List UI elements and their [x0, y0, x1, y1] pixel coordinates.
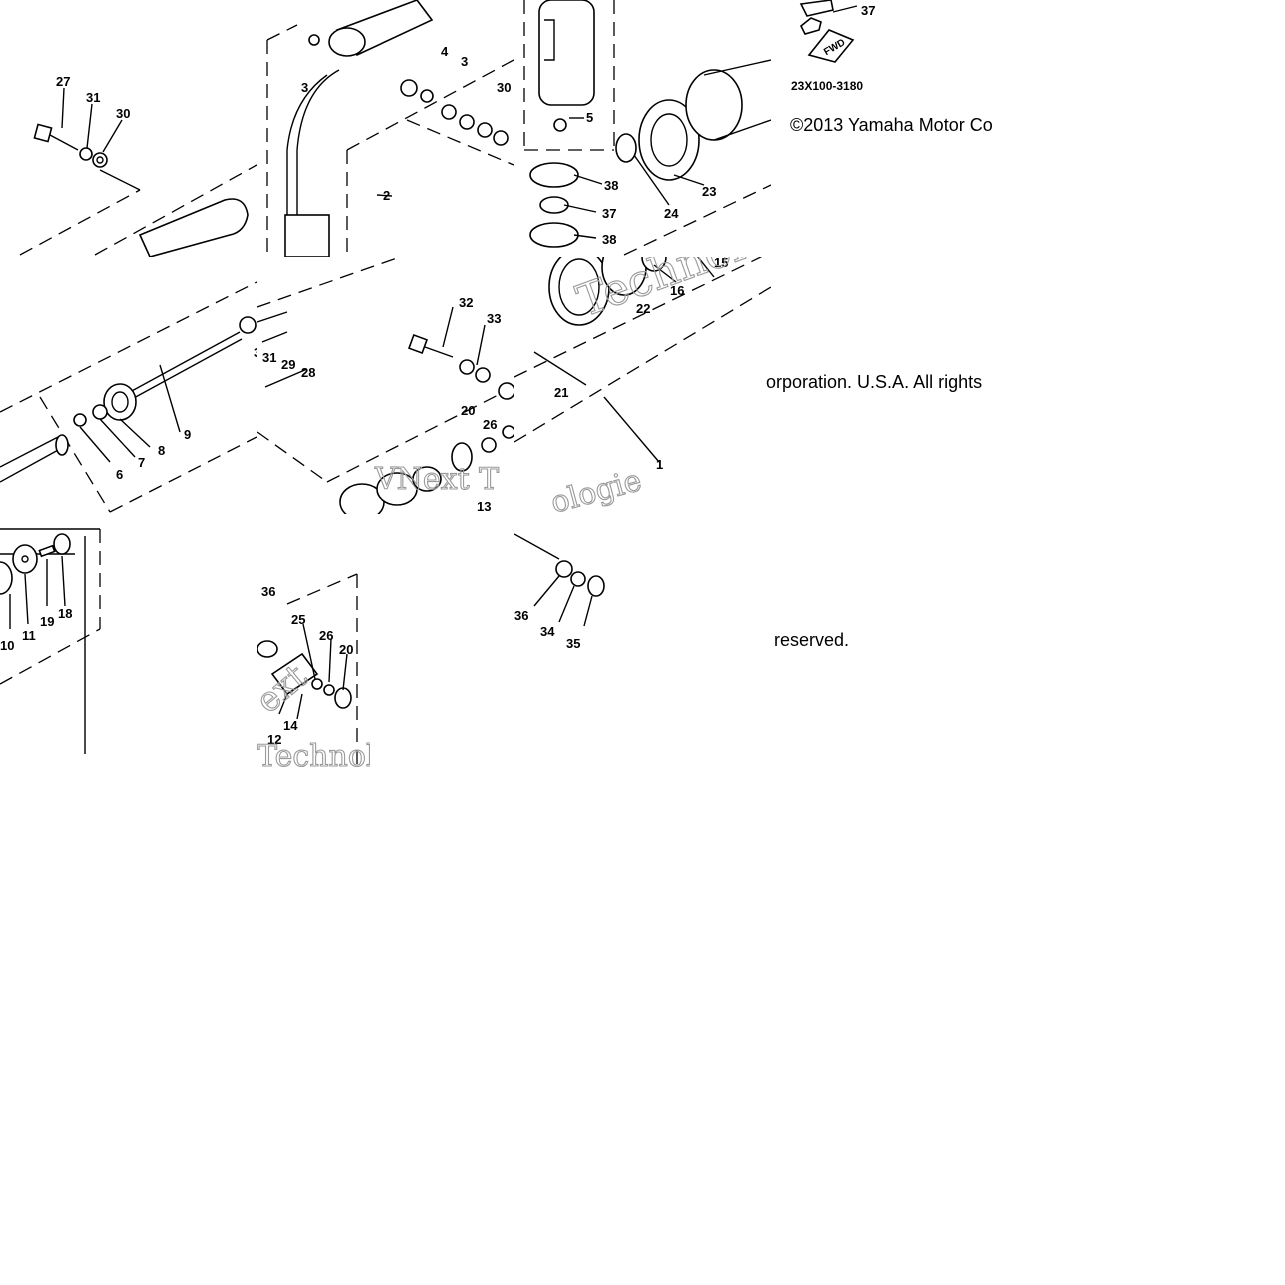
- copyright-line-1: ©2013 Yamaha Motor Co: [790, 115, 993, 135]
- watermark-technolog: Technolog: [257, 739, 370, 771]
- diagram-tile-bolt-27: 27 31 30: [0, 0, 257, 257]
- drawing-code: 23X100-3180: [791, 79, 863, 93]
- callout-30: 30: [116, 106, 130, 121]
- callout-19: 19: [40, 614, 54, 629]
- callout-21: 21: [554, 385, 568, 400]
- callout-3b: 3: [461, 54, 468, 69]
- watermark-vnext: VNext T: [374, 462, 499, 497]
- diagram-tile-clamps-38: 5 38 37 38 24 23: [514, 0, 771, 257]
- callout-2: 2: [383, 188, 390, 203]
- diagram-tile-fitting-25: 36 25 26 20 12 14 ext Technolog: [257, 514, 370, 771]
- callout-16: 16: [670, 283, 684, 298]
- callout-9: 9: [184, 427, 191, 442]
- callout-23: 23: [702, 184, 716, 199]
- callout-1: 1: [656, 457, 663, 472]
- copyright-line-3: reserved.: [774, 630, 850, 650]
- callout-30b: 30: [497, 80, 511, 95]
- callout-24: 24: [664, 206, 679, 221]
- callout-33: 33: [487, 311, 501, 326]
- callout-20: 20: [461, 403, 475, 418]
- callout-31: 31: [86, 90, 100, 105]
- diagram-tile-shaft-9: 31 6 7 8 9: [0, 257, 257, 514]
- callout-26: 26: [483, 417, 497, 432]
- callout-7: 7: [138, 455, 145, 470]
- callout-20b: 20: [339, 642, 353, 657]
- callout-36b: 36: [514, 608, 528, 623]
- callout-18: 18: [58, 606, 72, 621]
- callout-11: 11: [22, 628, 36, 643]
- callout-8: 8: [158, 443, 165, 458]
- callout-10: 10: [0, 638, 14, 653]
- callout-25: 25: [291, 612, 305, 627]
- callout-15: 15: [714, 257, 728, 270]
- watermark-ologie: ologie: [547, 463, 645, 514]
- diagram-tile-nuts-36: 36 34 35: [514, 514, 771, 664]
- watermark-technology: Technology: [570, 257, 771, 327]
- callout-31b: 31: [254, 345, 257, 360]
- copyright-line-2: orporation. U.S.A. All rights: [766, 372, 983, 392]
- diagram-tile-bolt-32: 31 29 28 32 33 20 26 13 VNext T: [257, 257, 514, 514]
- callout-3a: 3: [301, 80, 308, 95]
- diagram-tile-spacers: 10 11 19 18: [0, 514, 257, 771]
- callout-38a: 38: [604, 178, 618, 193]
- callout-28: 28: [301, 365, 315, 380]
- callout-12: 12: [267, 732, 281, 747]
- callout-37b: 37: [861, 3, 875, 18]
- callout-37a: 37: [602, 206, 616, 221]
- callout-36a: 36: [261, 584, 275, 599]
- callout-32: 32: [459, 295, 473, 310]
- callout-26b: 26: [319, 628, 333, 643]
- callout-6: 6: [116, 467, 123, 482]
- callout-22: 22: [636, 301, 650, 316]
- callout-31c: 31: [262, 350, 276, 365]
- callout-34: 34: [540, 624, 555, 639]
- callout-13: 13: [477, 499, 491, 514]
- callout-29: 29: [281, 357, 295, 372]
- diagram-tile-hose-2: 3 4 3 30 2: [257, 0, 514, 257]
- callout-4: 4: [441, 44, 449, 59]
- callout-5: 5: [586, 110, 593, 125]
- diagram-tile-fwd-label: 37 FWD 23X100-3180: [771, 0, 1028, 110]
- callout-38b: 38: [602, 232, 616, 247]
- callout-35: 35: [566, 636, 580, 651]
- diagram-tile-bellows-22: 16 15 22 21 1 Technology ologie: [514, 257, 771, 514]
- callout-27: 27: [56, 74, 70, 89]
- callout-14: 14: [283, 718, 298, 733]
